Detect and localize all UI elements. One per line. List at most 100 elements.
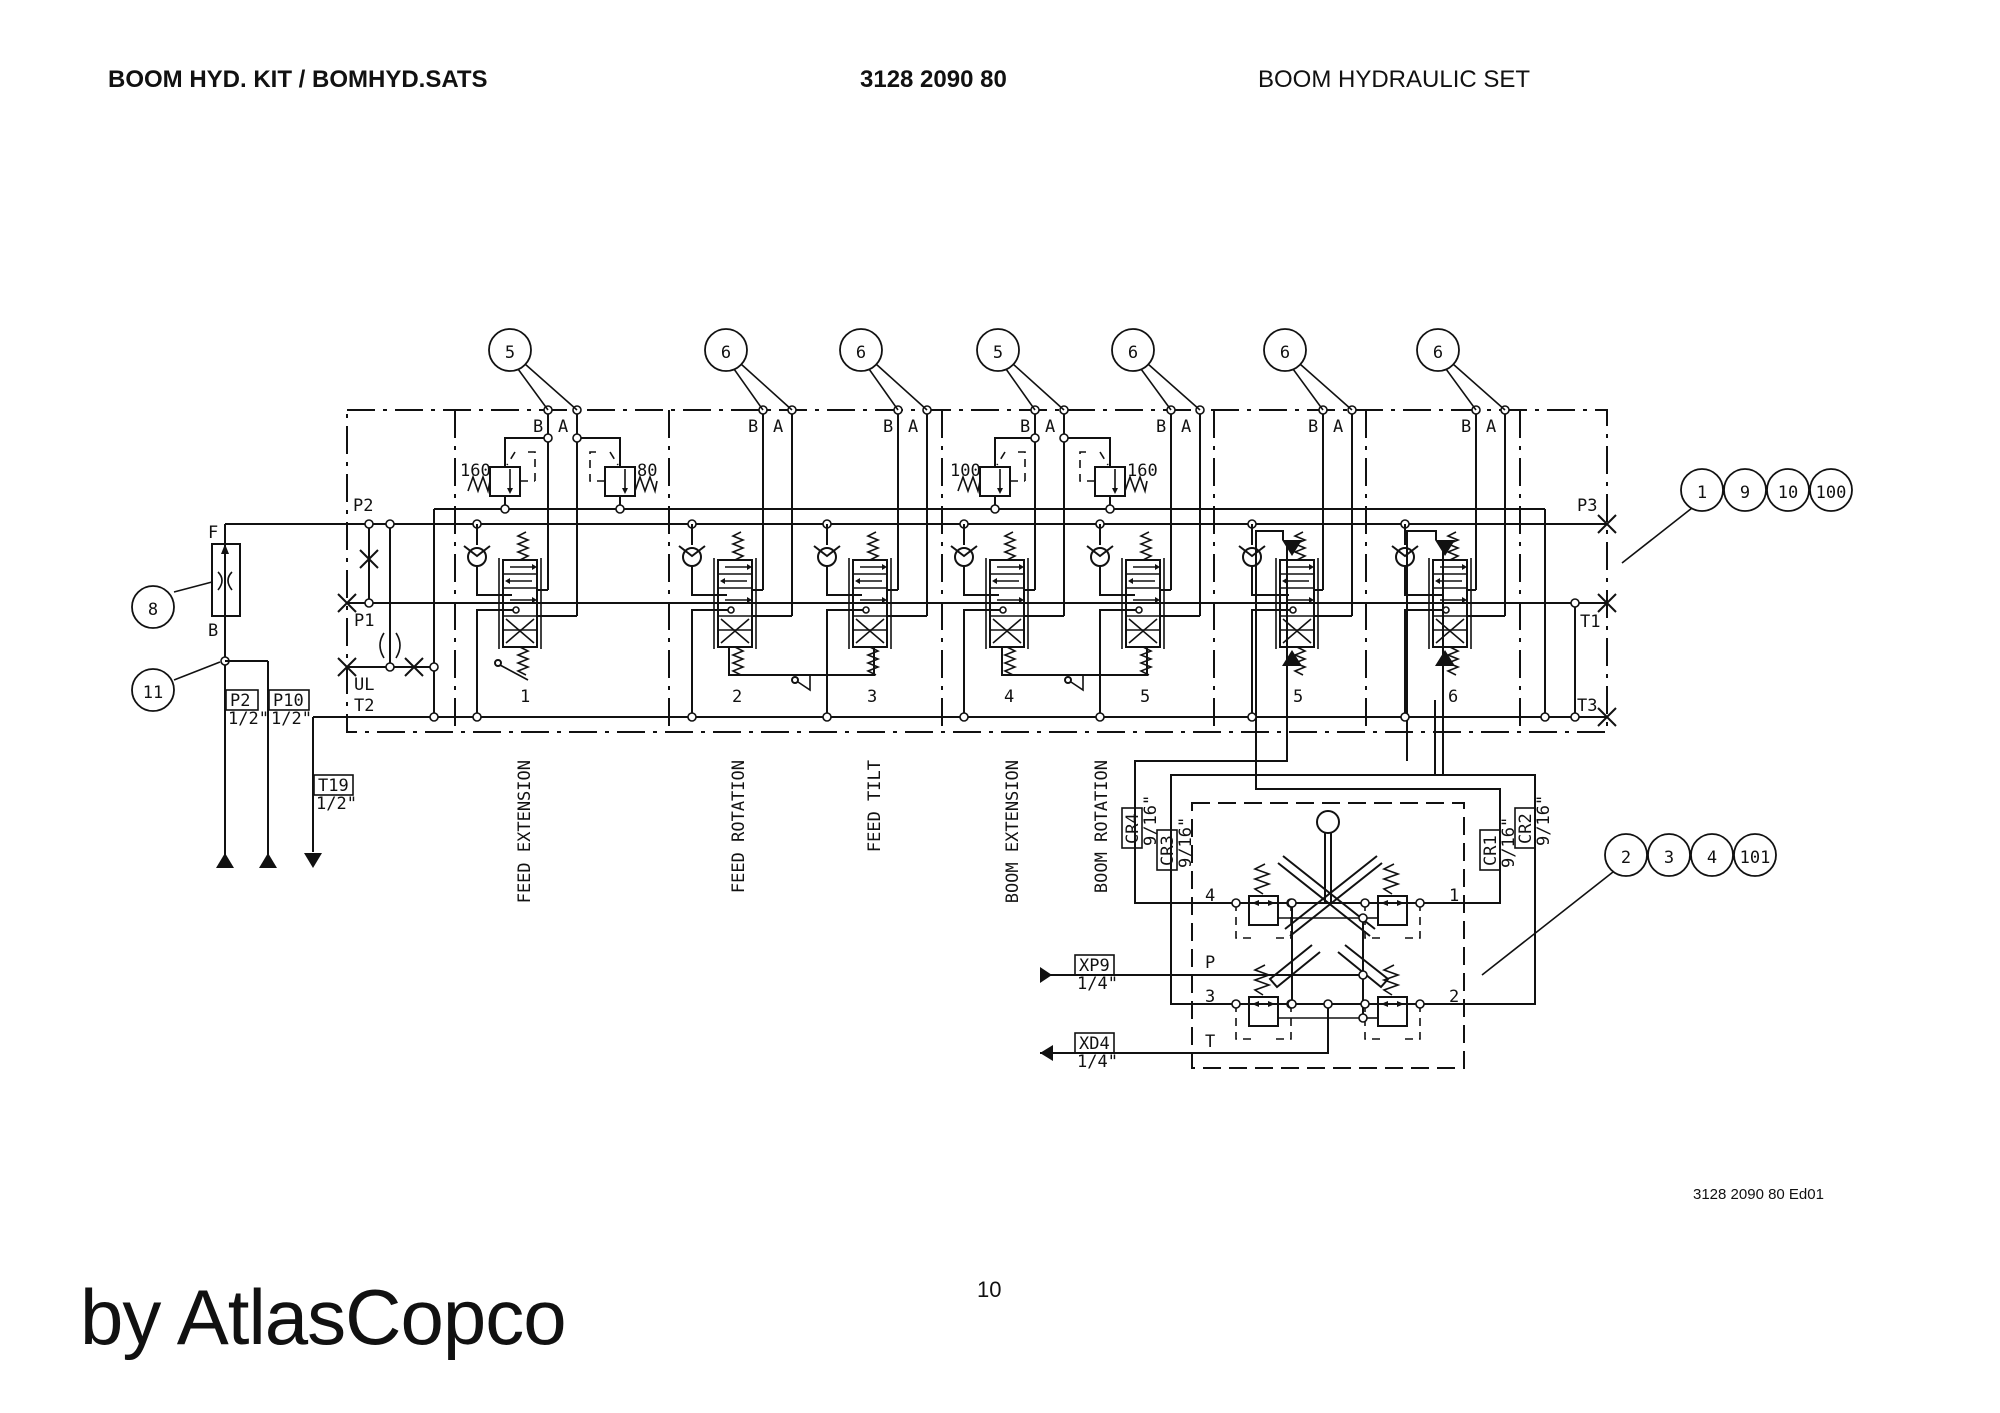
- manual-lever-icon: [499, 664, 529, 681]
- port-label-a: A: [908, 417, 918, 437]
- tank-branch: [476, 609, 514, 717]
- item-callout-11-label: 11: [143, 683, 163, 703]
- lever-knob: [494, 659, 502, 667]
- junction: [429, 662, 439, 672]
- spring-icon: [1445, 531, 1461, 561]
- spring-icon: [957, 474, 981, 494]
- pilot-drain: [1364, 1004, 1386, 1040]
- cross-flow-path: [992, 618, 1022, 644]
- leader-line: [1005, 368, 1036, 411]
- item-callout-8: [131, 585, 175, 629]
- spring-icon: [1002, 531, 1018, 561]
- junction: [1135, 606, 1143, 614]
- check-valve-seat: [950, 545, 978, 558]
- spring-icon: [865, 531, 881, 561]
- spring-icon: [1252, 863, 1272, 895]
- item-callout-group: [1766, 468, 1810, 512]
- junction: [727, 606, 735, 614]
- hose-tag-box: [313, 774, 354, 796]
- flow-arrow-icon: [855, 578, 860, 584]
- joystick-port-3: 3: [1205, 987, 1215, 1007]
- port-label-b: B: [208, 621, 218, 641]
- flow-arrow-icon: [720, 578, 725, 584]
- hose-tag-box: [1074, 954, 1115, 976]
- junction: [1287, 898, 1297, 908]
- pilot-line-cr2: [1421, 700, 1536, 1005]
- kit-title: BOOM HYD. KIT / BOMHYD.SATS: [108, 66, 488, 93]
- document-reference: 3128 2090 80 Ed01: [1693, 1186, 1824, 1203]
- spring-icon: [634, 474, 658, 494]
- leader-line: [173, 661, 221, 681]
- item-callout-group-label: 9: [1740, 483, 1750, 503]
- pilot-drain: [1364, 903, 1386, 939]
- hose-tag-size: 9/16": [1176, 817, 1196, 868]
- junction: [615, 504, 625, 514]
- pilot-drain: [1235, 1004, 1257, 1040]
- hose-tag-box: [1074, 1032, 1115, 1054]
- flow-arrow-icon: [532, 597, 537, 603]
- check-valve-seat: [1391, 545, 1419, 558]
- flow-path: [997, 566, 1019, 601]
- port-label-p2: P2: [353, 496, 373, 516]
- spring-icon: [1252, 964, 1272, 996]
- pilot-line: [1406, 530, 1437, 545]
- function-label: FEED EXTENSION: [515, 760, 535, 903]
- leader-line: [524, 363, 578, 411]
- port-label-a: A: [1045, 417, 1055, 437]
- junction: [1570, 712, 1580, 722]
- hose-tag-size: 1/4": [1077, 974, 1118, 994]
- flow-divider-body: [211, 543, 241, 617]
- hose-tag-size: 1/4": [1077, 1052, 1118, 1072]
- leader-line: [1445, 368, 1477, 411]
- leader-line: [1292, 368, 1324, 411]
- relief-arrow-icon: [622, 488, 628, 494]
- relief-arrow-icon: [507, 488, 513, 494]
- spring-icon: [467, 474, 491, 494]
- junction: [822, 712, 832, 722]
- relief-inlet-line: [1064, 437, 1111, 467]
- junction: [990, 504, 1000, 514]
- hose-tag-size: 1/2": [271, 709, 312, 729]
- flow-arrow-icon: [1397, 900, 1404, 906]
- relief-pilot-line: [1079, 451, 1109, 482]
- hose-tag-label: CR3: [1158, 835, 1178, 866]
- spring-icon: [1002, 646, 1018, 676]
- pilot-arrow-icon: [1435, 650, 1455, 666]
- flow-arrow-icon: [1462, 597, 1467, 603]
- pressure-port-arrow-icon: [216, 853, 234, 868]
- pressure-reducing-cartridge: [1377, 895, 1408, 926]
- flow-arrow-icon: [1309, 564, 1314, 570]
- hose-tag-box: [225, 689, 259, 711]
- relief-arrow-icon: [997, 488, 1003, 494]
- check-valve-seat: [1086, 545, 1114, 558]
- item-callout: [839, 328, 883, 372]
- leader-line: [868, 368, 899, 411]
- junction: [1059, 433, 1069, 443]
- joystick-port-2: 2: [1449, 987, 1459, 1007]
- item-callout: [976, 328, 1020, 372]
- hose-tag-size: 9/16": [1141, 795, 1161, 846]
- valve-block-outline: [346, 409, 1608, 733]
- flow-arrow-icon: [1128, 578, 1133, 584]
- item-callout-group: [1733, 833, 1777, 877]
- section-number: 6: [1448, 687, 1458, 707]
- function-label: BOOM EXTENSION: [1003, 760, 1023, 903]
- flow-path: [1133, 566, 1155, 601]
- flow-path: [725, 566, 747, 601]
- spring-icon: [515, 646, 531, 676]
- relief-valve-body: [979, 466, 1011, 497]
- hose-tag-box: [1479, 829, 1501, 871]
- flow-arrow-icon: [1397, 1001, 1404, 1007]
- pilot-drain: [1399, 903, 1421, 939]
- relief-pilot-line: [589, 451, 619, 482]
- flow-path: [510, 566, 532, 601]
- port-label-a: A: [1333, 417, 1343, 437]
- function-label: FEED ROTATION: [729, 760, 749, 893]
- junction: [1570, 598, 1580, 608]
- junction: [1442, 606, 1450, 614]
- relief-pilot-line: [996, 451, 1026, 482]
